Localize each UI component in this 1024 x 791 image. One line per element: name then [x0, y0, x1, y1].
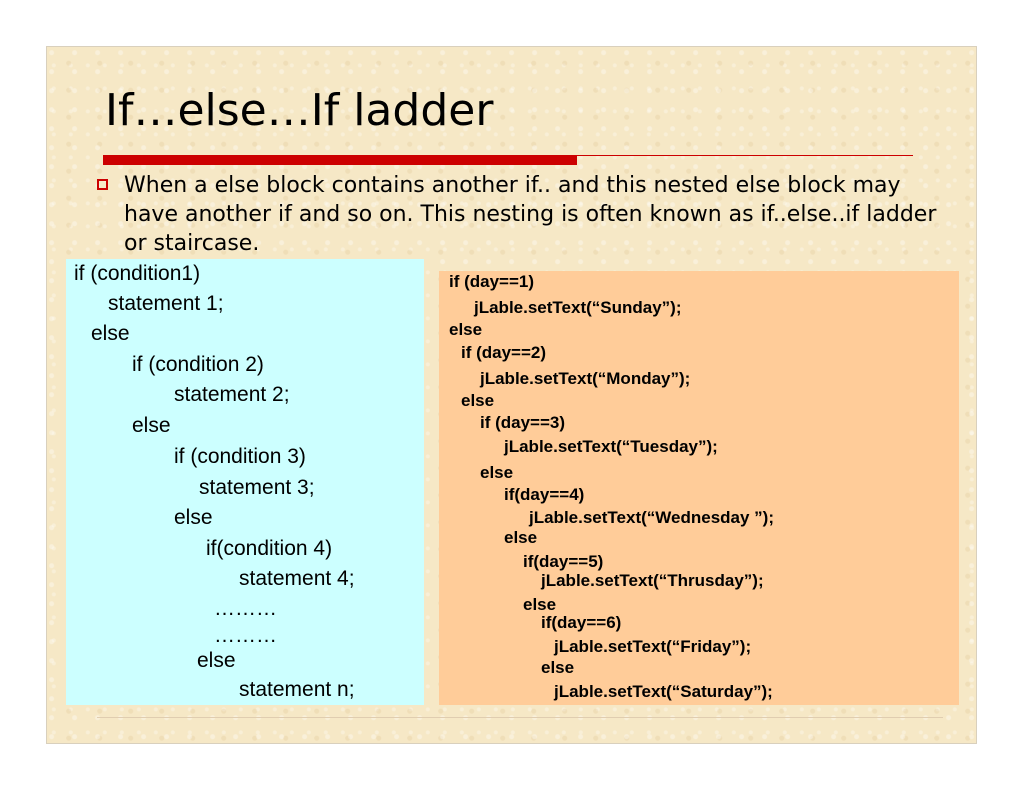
slide: If…else…If ladder When a else block cont… — [46, 46, 977, 744]
code-line: ……… — [214, 597, 277, 620]
footer-divider — [97, 717, 943, 718]
code-line: else — [523, 595, 557, 614]
code-line: statement 1; — [108, 292, 224, 315]
code-line: if (condition1) — [74, 262, 201, 285]
title-underline-bar — [103, 155, 577, 165]
code-line: else — [461, 391, 495, 410]
code-line: statement 3; — [199, 476, 315, 499]
code-line: jLable.setText(“Tuesday”); — [504, 437, 718, 456]
bullet-text: When a else block contains another if.. … — [124, 173, 937, 256]
slide-title: If…else…If ladder — [105, 85, 494, 136]
code-line: if (day==2) — [461, 343, 547, 362]
square-bullet-icon — [97, 179, 108, 190]
code-line: else — [449, 320, 483, 339]
day-example-code-box: if (day==1) jLable.setText(“Sunday”); el… — [439, 271, 959, 705]
code-line: jLable.setText(“Thrusday”); — [541, 571, 764, 590]
code-line: if(day==5) — [523, 552, 604, 571]
code-line: else — [480, 463, 514, 482]
code-line: if (day==1) — [449, 272, 535, 291]
code-line: if(day==4) — [504, 485, 585, 504]
code-line: else — [541, 658, 575, 677]
code-line: statement 2; — [174, 383, 290, 406]
code-line: else — [504, 528, 538, 547]
generic-ladder-code-box: if (condition1) statement 1; else if (co… — [66, 259, 424, 705]
code-line: jLable.setText(“Friday”); — [554, 637, 752, 656]
code-line: else — [197, 649, 236, 672]
code-line: ……… — [214, 624, 277, 647]
title-underline-rule — [577, 155, 913, 156]
code-line: if(condition 4) — [206, 537, 333, 560]
code-line: else — [174, 506, 213, 529]
code-line: if (condition 3) — [174, 445, 306, 468]
code-line: if (day==3) — [480, 413, 566, 432]
code-line: if (condition 2) — [132, 353, 264, 376]
code-line: jLable.setText(“Saturday”); — [554, 682, 773, 701]
code-line: statement 4; — [239, 567, 355, 590]
code-line: jLable.setText(“Monday”); — [480, 369, 691, 388]
code-line: else — [91, 322, 130, 345]
code-line: jLable.setText(“Sunday”); — [474, 298, 682, 317]
code-line: else — [132, 414, 171, 437]
code-line: if(day==6) — [541, 613, 622, 632]
code-line: statement n; — [239, 678, 355, 701]
code-line: jLable.setText(“Wednesday ”); — [529, 508, 774, 527]
